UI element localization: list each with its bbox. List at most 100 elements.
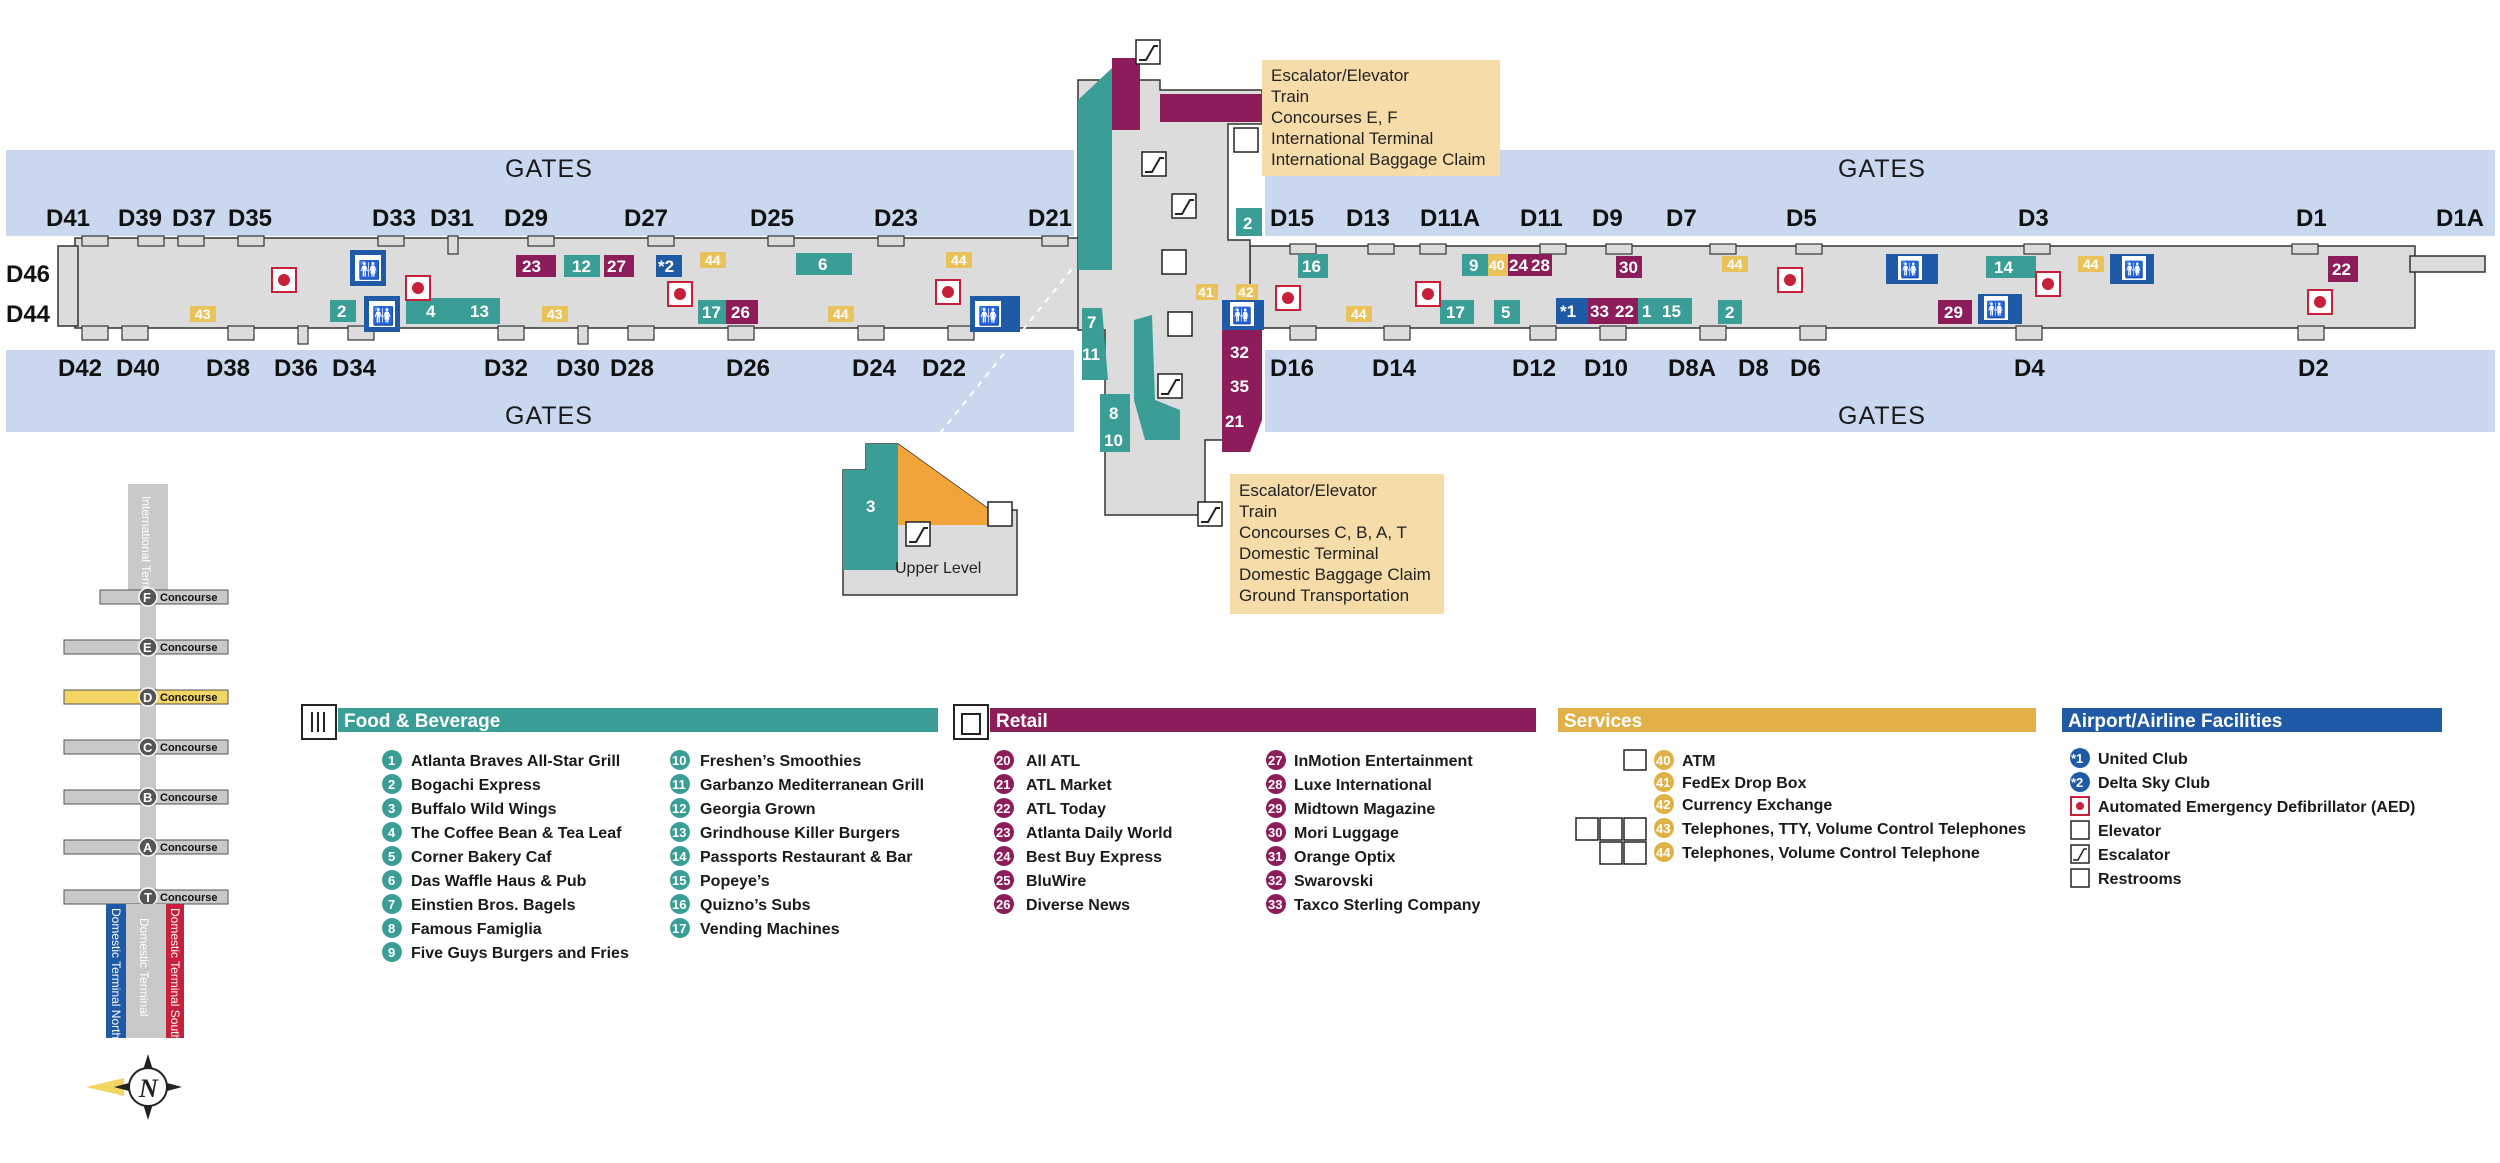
domestic-terminal-label: Domestic Terminal (137, 918, 151, 1016)
legend-services-item: Telephones, Volume Control Telephone (1682, 845, 1980, 862)
tty-icon (1599, 817, 1623, 841)
svg-text:🚻: 🚻 (1900, 260, 1920, 279)
svg-text:Escalator/Elevator: Escalator/Elevator (1271, 66, 1409, 85)
svg-text:33: 33 (1268, 897, 1282, 912)
svg-text:12: 12 (572, 257, 591, 276)
legend-retail-item: Swarovski (1294, 873, 1373, 890)
restroom-icon: 🚻 (2110, 254, 2154, 284)
legend-retail-item: Midtown Magazine (1294, 801, 1435, 818)
gate-label: D27 (624, 205, 668, 232)
legend-food-item: Passports Restaurant & Bar (700, 849, 913, 866)
svg-text:32: 32 (1268, 873, 1282, 888)
svg-text:16: 16 (1302, 257, 1321, 276)
svg-text:3: 3 (388, 801, 395, 816)
svg-text:23: 23 (522, 257, 541, 276)
svg-text:30: 30 (1619, 258, 1638, 277)
svg-text:🚻: 🚻 (2124, 260, 2144, 279)
svg-text:Domestic Terminal: Domestic Terminal (1239, 544, 1379, 563)
info-north-lines: Escalator/Elevator Train Concourses E, F… (1271, 66, 1486, 169)
gate-label: D29 (504, 205, 548, 232)
legend-retail-item: Taxco Sterling Company (1294, 897, 1481, 914)
svg-text:9: 9 (1469, 256, 1478, 275)
gate-label-d44: D44 (6, 301, 51, 328)
gate-label: D33 (372, 205, 416, 232)
legend-food-item: Freshen’s Smoothies (700, 753, 861, 770)
hub-food-7-11 (1082, 308, 1108, 380)
gates-label-top-left: GATES (505, 155, 593, 183)
restroom-icon: 🚻 (364, 296, 400, 332)
gates-label-bottom-left: GATES (505, 402, 593, 430)
svg-text:8: 8 (388, 921, 395, 936)
restroom-icon: 🚻 (350, 250, 386, 286)
gate-label: D13 (1346, 205, 1390, 232)
upper-level-orange-area (898, 444, 990, 525)
escalator-icon (1171, 193, 1197, 219)
phone-icon (1575, 817, 1599, 841)
gate-label: D16 (1270, 355, 1314, 382)
gate-label: D39 (118, 205, 162, 232)
gates-band-bottom-right (1265, 350, 2495, 432)
restroom-icon: 🚻 (1222, 300, 1264, 330)
svg-text:14: 14 (672, 849, 687, 864)
svg-text:*2: *2 (2071, 775, 2083, 790)
legend-facilities: Airport/Airline Facilities *1 *2 United … (2062, 708, 2442, 888)
svg-text:🚻: 🚻 (1986, 300, 2006, 319)
retail-21-label: 21 (1225, 412, 1244, 431)
restroom-icons: 🚻 🚻 🚻 🚻 🚻 🚻 🚻 (350, 250, 2154, 332)
gate-label: D1 (2296, 205, 2327, 232)
international-terminal-label: International Terminal (139, 496, 153, 611)
svg-text:Ground Transportation: Ground Transportation (1239, 586, 1409, 605)
gate-label: D5 (1786, 205, 1817, 232)
svg-text:43: 43 (195, 306, 211, 322)
concourse-floor-west (74, 237, 1081, 329)
gate-label: D21 (1028, 205, 1072, 232)
svg-text:27: 27 (1268, 753, 1282, 768)
svg-text:Airport/Airline Facilities: Airport/Airline Facilities (2068, 711, 2282, 732)
legend-facility-item: Elevator (2098, 823, 2161, 840)
svg-text:Concourse: Concourse (160, 842, 217, 854)
svg-text:Concourse: Concourse (160, 742, 217, 754)
gates-band-top-left (6, 150, 1074, 236)
svg-text:26: 26 (731, 303, 750, 322)
upper-level-connector (924, 264, 1076, 453)
aed-icon (1415, 281, 1441, 307)
svg-text:🚻: 🚻 (1232, 306, 1252, 325)
hub-food-8-label: 8 (1109, 404, 1118, 423)
svg-text:44: 44 (2083, 256, 2099, 272)
legend-food-item: Quizno’s Subs (700, 897, 811, 914)
svg-text:12: 12 (672, 801, 686, 816)
svg-text:*2: *2 (658, 257, 674, 276)
svg-text:11: 11 (672, 777, 686, 792)
hub-food-2 (1236, 208, 1262, 236)
svg-text:14: 14 (1994, 258, 2013, 277)
svg-text:*1: *1 (1560, 302, 1576, 321)
gate-label: D3 (2018, 205, 2049, 232)
gate-label: D24 (852, 355, 897, 382)
phone-icon (1599, 841, 1623, 865)
svg-text:Food & Beverage: Food & Beverage (344, 711, 500, 732)
gates-band-bottom-left (6, 350, 1074, 432)
retail-35-label: 35 (1230, 377, 1249, 396)
restroom-icon: 🚻 (1978, 294, 2022, 324)
elevator-icon (2070, 820, 2090, 840)
svg-text:29: 29 (1944, 303, 1963, 322)
legend-retail-item: Luxe International (1294, 777, 1432, 794)
svg-text:23: 23 (996, 825, 1010, 840)
gate-label: D23 (874, 205, 918, 232)
hub-food-inner (1134, 315, 1180, 440)
svg-text:Concourse: Concourse (160, 592, 217, 604)
elevator-icon (1167, 311, 1193, 337)
hub-food-11-label: 11 (1082, 345, 1100, 364)
svg-text:International Baggage Claim: International Baggage Claim (1271, 150, 1486, 169)
svg-text:41: 41 (1198, 284, 1214, 300)
svg-text:24: 24 (996, 849, 1011, 864)
gate-label: D38 (206, 355, 250, 382)
food-3-upper (843, 444, 898, 570)
restroom-icon (2070, 868, 2090, 888)
atm-icon (1623, 749, 1647, 771)
legend-retail-item: InMotion Entertainment (1294, 753, 1473, 770)
gate-label: D9 (1592, 205, 1623, 232)
gate-label: D11A (1420, 205, 1480, 232)
phone-icon (1623, 817, 1647, 841)
svg-text:15: 15 (1662, 302, 1681, 321)
